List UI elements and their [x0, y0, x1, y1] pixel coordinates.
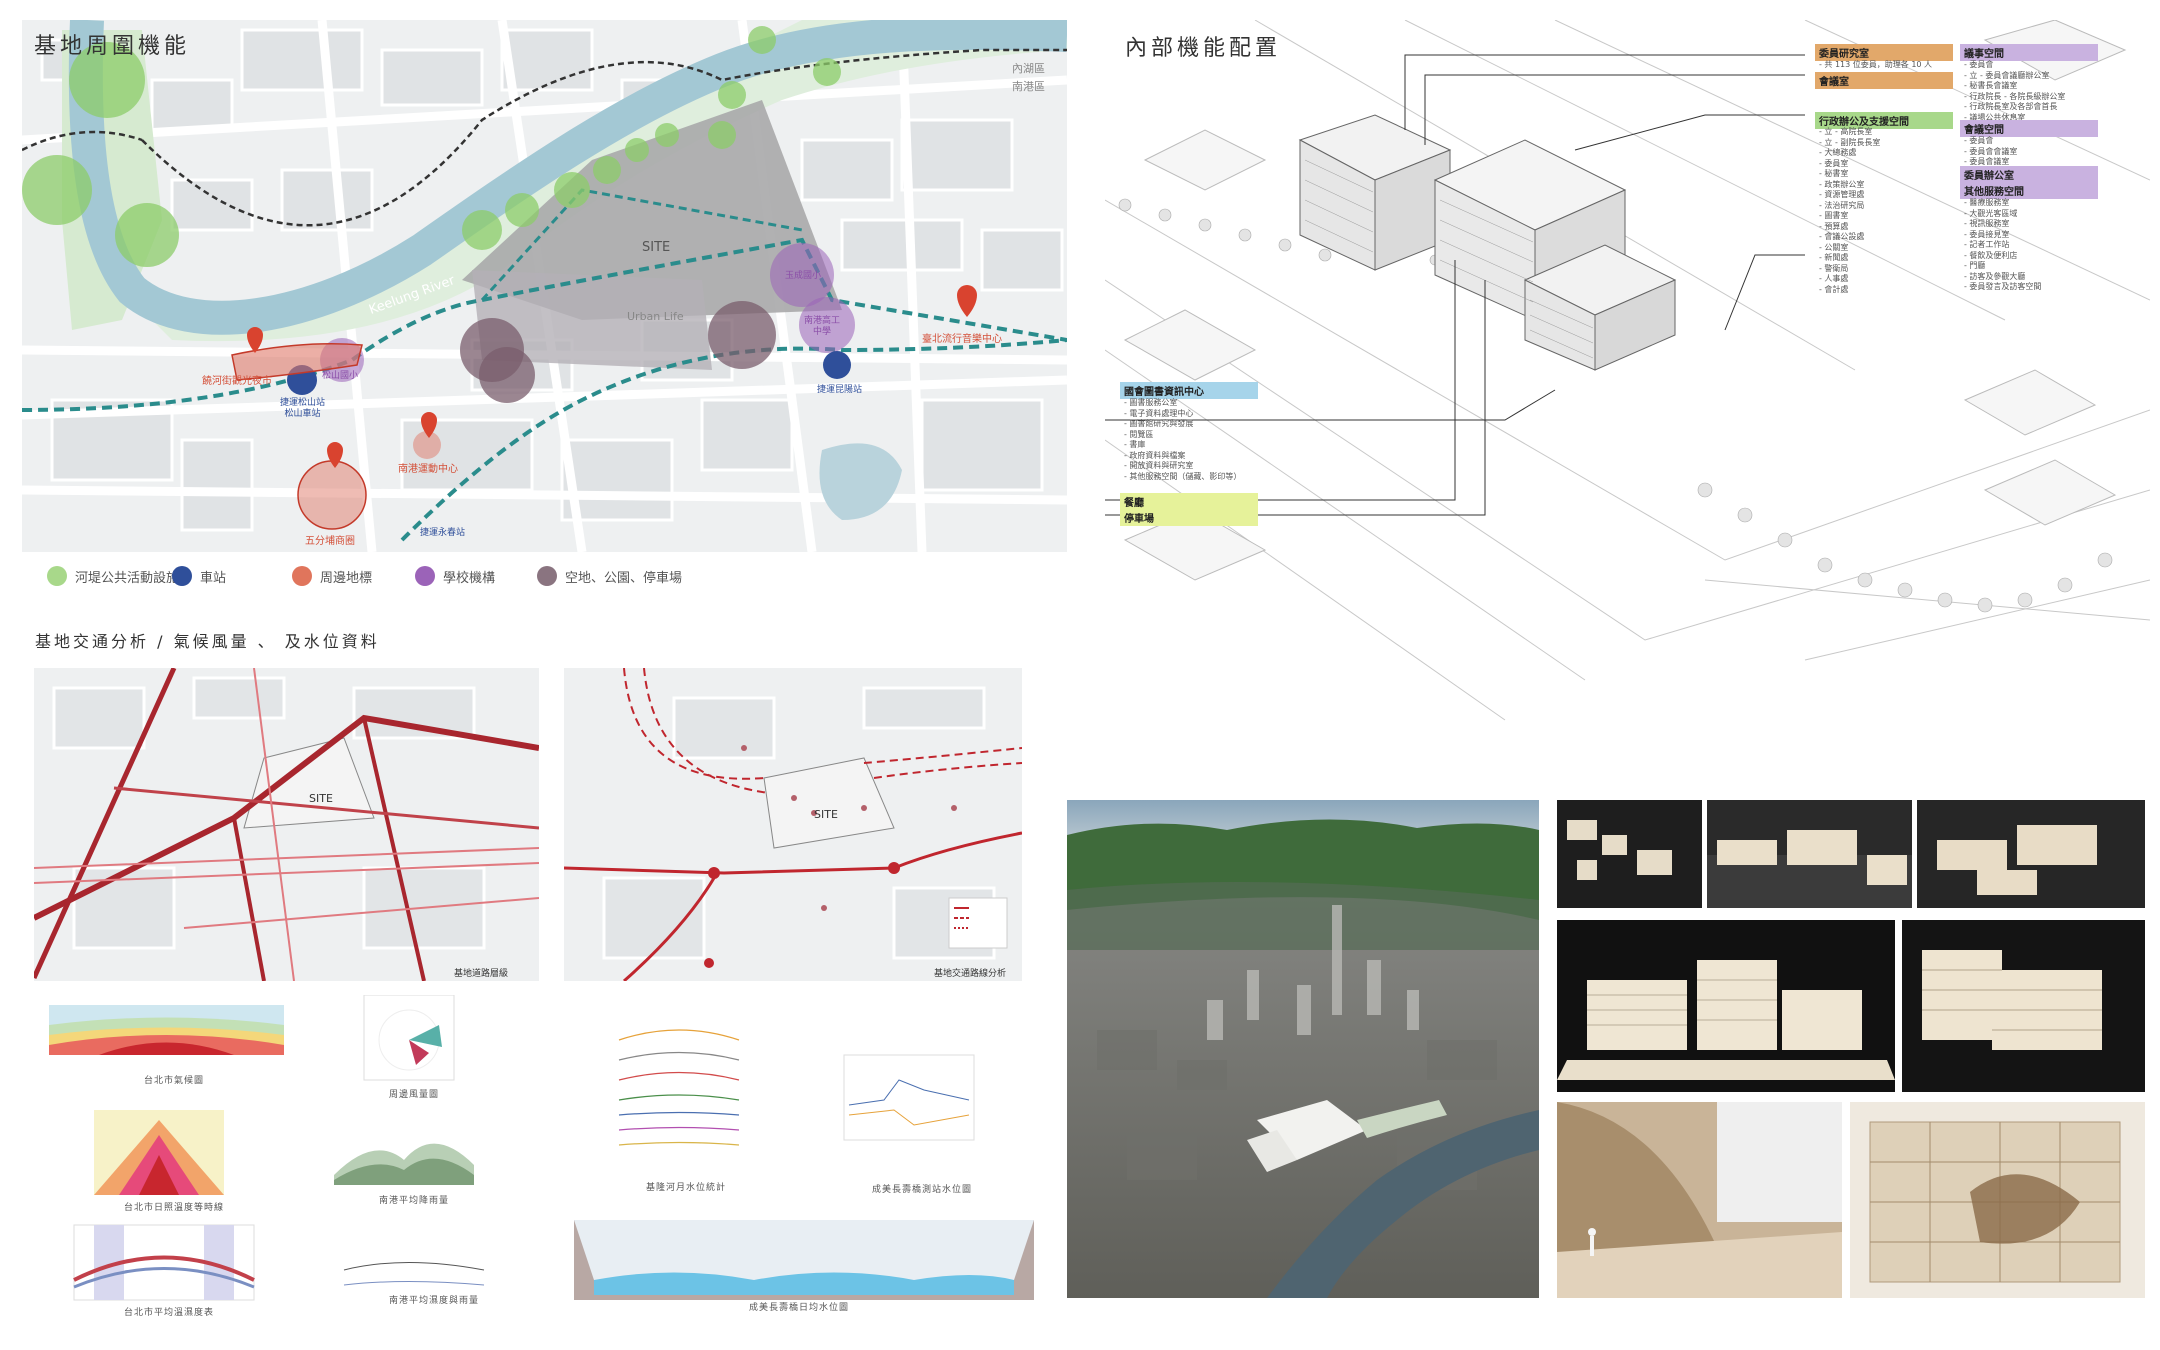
aerial-view-image: [1067, 800, 1539, 1298]
chart-caption: 成美長壽橋測站水位圖: [872, 1185, 973, 1195]
place-label: 松山國小: [322, 371, 359, 381]
program-tag-list: - 圖書服務公室 - 電子資料處理中心 - 圖書館研究與發展 - 閱覽區 - 書…: [1124, 398, 1242, 481]
map1-caption: 基地道路層級: [454, 969, 509, 979]
model-photo-graphic: [1937, 825, 2097, 895]
program-tag: 其他服務空間: [1960, 182, 2098, 199]
program-diagram: 內部機能配置 委員研究室 - 共 113 位委員，助理各 10 人 會議室 行政…: [1105, 20, 2150, 740]
program-tag: 委員研究室: [1815, 44, 1953, 61]
map2-caption: 基地交通路線分析: [934, 969, 1007, 979]
legend-swatch: [415, 566, 435, 586]
model-photo: [1850, 1102, 2145, 1298]
transit-route-map: SITE 基地交通路線分析: [564, 668, 1022, 981]
legend-swatch: [47, 566, 67, 586]
map2-site-label: SITE: [814, 808, 838, 821]
model-photo: [1557, 800, 1702, 908]
site-map-legend: 河堤公共活動設施 車站 周邊地標 學校機構 空地、公園、停車場: [22, 562, 1067, 592]
model-photo-graphic: [1869, 1121, 2121, 1283]
program-tag: 委員辦公室: [1960, 166, 2098, 183]
place-label: 捷運松山站 松山車站: [280, 398, 326, 419]
program-title: 內部機能配置: [1125, 36, 1282, 61]
district-north-label: 內湖區: [1012, 62, 1045, 75]
model-photo: [1902, 920, 2145, 1092]
place-label: 臺北流行音樂中心: [922, 334, 1002, 345]
chart-caption: 台北市日照溫度等時線: [124, 1203, 225, 1213]
place-label: 饒河街觀光夜市: [202, 376, 272, 387]
legend-swatch: [537, 566, 557, 586]
program-tag: 停車場: [1120, 509, 1258, 526]
site-label: SITE: [642, 240, 671, 255]
legend-item: 空地、公園、停車場: [537, 566, 682, 586]
place-label: 捷運永春站: [420, 528, 466, 538]
legend-swatch: [292, 566, 312, 586]
climate-charts-graphic: [49, 994, 1034, 1301]
model-photo-graphic: [1557, 960, 1895, 1080]
program-tag: 會議室: [1815, 72, 1953, 89]
place-label: 南港運動中心: [398, 464, 458, 475]
site-function-map: 基地周圍機能 Keelung River SITE Urban Life 內湖區…: [22, 20, 1067, 552]
model-photo: [1707, 800, 1912, 908]
place-label: 五分埔商圈: [305, 536, 355, 547]
legend-item: 車站: [172, 566, 226, 586]
model-photo: [1557, 920, 1895, 1092]
program-tag: 國會圖書資訊中心: [1120, 382, 1258, 399]
transit-route-graphic: [564, 668, 1022, 981]
chart-caption: 台北市氣候圖: [144, 1076, 205, 1086]
map1-site-label: SITE: [309, 792, 333, 805]
traffic-section-title: 基地交通分析 / 氣候風量 、 及水位資料: [35, 632, 380, 651]
legend-item: 學校機構: [415, 566, 495, 586]
program-tag-list: - 立 - 高院長室 - 立 - 副院長長室 - 大總務處 - 委員室 - 秘書…: [1819, 127, 1881, 294]
model-photo-graphic: [1557, 1102, 1842, 1298]
chart-caption: 台北市平均溫濕度表: [124, 1308, 215, 1318]
urban-life-label: Urban Life: [627, 310, 684, 323]
model-photo-graphic: [1922, 950, 2102, 1050]
program-tag: 行政辦公及支援空間: [1815, 112, 1953, 129]
legend-swatch: [172, 566, 192, 586]
chart-caption: 南港平均濕度與雨量: [389, 1296, 480, 1306]
site-map-graphic: [22, 20, 1067, 552]
model-photo: [1917, 800, 2145, 908]
chart-caption: 南港平均降雨量: [379, 1196, 450, 1206]
district-south-label: 南港區: [1012, 80, 1045, 93]
place-label: 玉成國小: [785, 271, 822, 281]
model-photo-graphic: [1707, 830, 1912, 908]
axonometric-drawing: [1105, 20, 2150, 721]
legend-item: 河堤公共活動設施: [47, 566, 179, 586]
program-tag-list: - 委員會 - 委員會會議室 - 委員會議室: [1964, 136, 2018, 166]
model-photo: [1557, 1102, 1842, 1298]
aerial-view-graphic: [1067, 800, 1539, 1298]
program-tag-list: - 委員會 - 立 - 委員會議廳辦公室 - 秘書長會議室 - 行政院長 - 各…: [1964, 60, 2066, 122]
model-photo-graphic: [1567, 820, 1672, 880]
place-label: 捷運昆陽站: [817, 385, 863, 395]
program-tag: 議事空間: [1960, 44, 2098, 61]
chart-caption: 周邊風量圖: [389, 1090, 440, 1100]
place-label: 南港高工 中學: [804, 316, 841, 337]
chart-caption: 成美長壽橋日均水位圖: [749, 1303, 850, 1313]
program-tag-list: - 共 113 位委員，助理各 10 人: [1819, 60, 1933, 69]
program-tag: 餐廳: [1120, 493, 1258, 510]
climate-charts: 台北市氣候圖 周邊風量圖 基隆河月水位統計 成美長壽橋測站水位圖 台北市日照溫度…: [34, 994, 1034, 1318]
program-tag: 會議空間: [1960, 120, 2098, 137]
chart-caption: 基隆河月水位統計: [646, 1183, 727, 1193]
site-map-title: 基地周圍機能: [34, 34, 191, 59]
program-tag-list: - 醫療服務室 - 大觀光客區域 - 視訊服務室 - 委員接見室 - 記者工作站…: [1964, 198, 2042, 291]
road-hierarchy-map: SITE 基地道路層級: [34, 668, 539, 981]
legend-item: 周邊地標: [292, 566, 372, 586]
road-hierarchy-graphic: [34, 668, 539, 981]
